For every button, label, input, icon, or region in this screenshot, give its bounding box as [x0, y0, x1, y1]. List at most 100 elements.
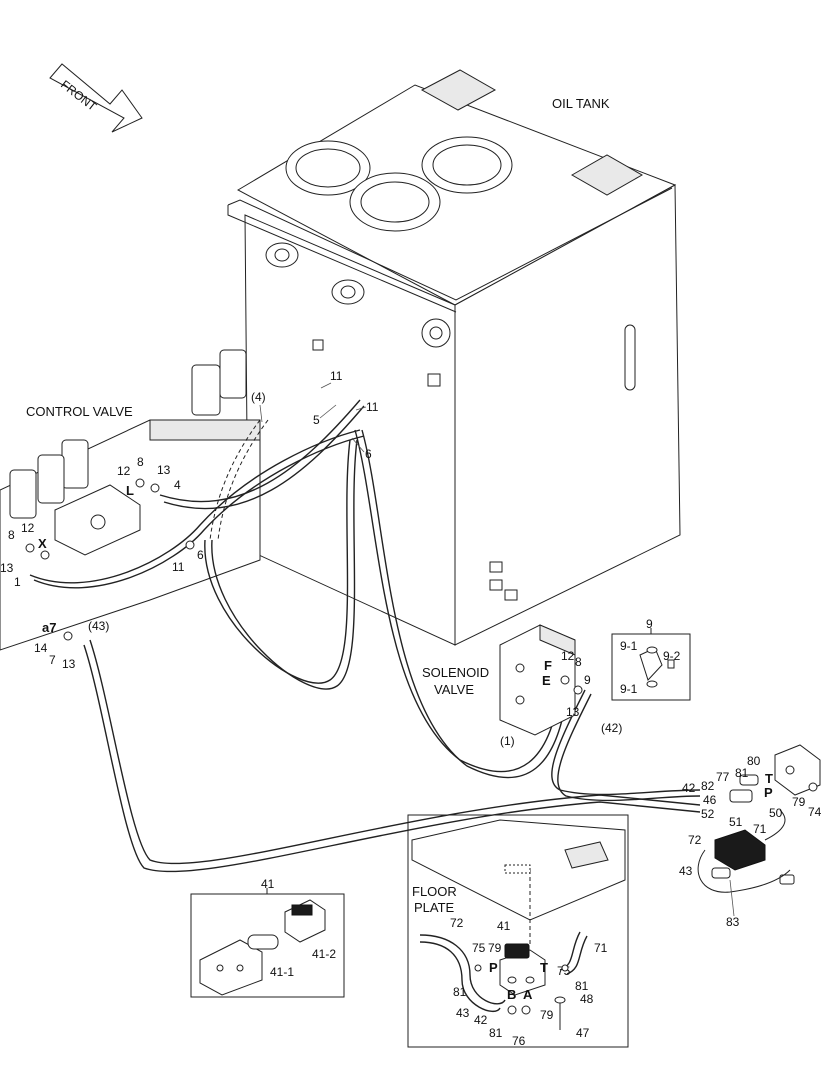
callout-72-rc: 72 [688, 833, 702, 847]
callout-7: 7 [49, 653, 56, 667]
callout-4-cv: 4 [174, 478, 181, 492]
callout-13-x: 13 [0, 561, 14, 575]
callout-80: 80 [747, 754, 761, 768]
callout-5: 5 [313, 413, 320, 427]
floor-manifold [499, 943, 546, 996]
callouts-solenoid: 12 8 F E 9 13 (42) (1) [500, 649, 622, 748]
detail-9-part-1b: 9-1 [620, 682, 638, 696]
callout-75-fd-left: 75 [472, 941, 486, 955]
callouts-control-valve: 12 8 13 4 L 12 8 X 13 1 6 11 a7 14 7 13 … [0, 455, 204, 671]
callout-79-fd-bottom: 79 [540, 1008, 554, 1022]
callout-51: 51 [729, 815, 743, 829]
callout-41-fd: 41 [497, 919, 511, 933]
callout-12-sol: 12 [561, 649, 575, 663]
port-label-P-fd: P [489, 960, 498, 975]
callout-79-rc: 79 [792, 795, 806, 809]
callout-81-fd-bottom: 81 [489, 1026, 503, 1040]
callout-81-rc: 81 [735, 766, 749, 780]
control-valve-label: CONTROL VALVE [26, 404, 133, 419]
callout-8-cv: 8 [137, 455, 144, 469]
callout-81-fd-left: 81 [453, 985, 467, 999]
port-label-a7: a7 [42, 620, 56, 635]
tank-top-port-left [285, 140, 371, 196]
right-fitting-cluster [697, 744, 821, 893]
callout-11-cv: 11 [172, 560, 185, 574]
solenoid-cylinders [9, 349, 247, 519]
tank-level-gauge [624, 324, 636, 391]
callout-71-rc: 71 [753, 822, 767, 836]
callout-71-fd: 71 [594, 941, 608, 955]
detail-41-box: 41 41-1 41-2 [190, 877, 345, 998]
tank-top-port-center [349, 172, 441, 232]
callout-13-sol: 13 [566, 705, 580, 719]
callout-42-paren: (42) [601, 721, 622, 735]
port-label-X: X [38, 536, 47, 551]
tank-cover-plate-right [570, 154, 644, 196]
callout-42-fd: 42 [474, 1013, 488, 1027]
callout-12-x: 12 [21, 521, 35, 535]
callout-13-cv: 13 [157, 463, 171, 477]
callout-8-sol: 8 [575, 655, 582, 669]
solenoid-valve: SOLENOID VALVE [422, 624, 576, 736]
callout-72-fd: 72 [450, 916, 464, 930]
callout-14: 14 [34, 641, 48, 655]
callout-48: 48 [580, 992, 594, 1006]
callout-52: 52 [701, 807, 715, 821]
floor-plate-detail: FLOOR PLATE [407, 814, 629, 1048]
callout-81-fd-right: 81 [575, 979, 589, 993]
tank-top-port-right [421, 136, 513, 194]
callout-42-rc: 42 [682, 781, 696, 795]
callout-74: 74 [808, 805, 822, 819]
port-label-E: E [542, 673, 551, 688]
callout-83: 83 [726, 915, 740, 929]
port-label-T-fd: T [540, 960, 548, 975]
hoses [29, 399, 701, 873]
control-valve: CONTROL VALVE [0, 349, 261, 651]
callout-1-paren: (1) [500, 734, 515, 748]
callout-43-rc: 43 [679, 864, 693, 878]
solenoid-label-line1: SOLENOID [422, 665, 489, 680]
callout-6-cv: 6 [197, 548, 204, 562]
callout-47: 47 [576, 1026, 590, 1040]
callout-50: 50 [769, 806, 783, 820]
port-label-A: A [523, 987, 533, 1002]
detail-41-part-2: 41-2 [312, 947, 336, 961]
detail-9-part-2: 9-2 [663, 649, 681, 663]
detail-9-box: 9 9-1 9-2 9-1 [611, 617, 691, 701]
callout-11-right: 11 [366, 400, 379, 414]
callout-1: 1 [14, 575, 21, 589]
floor-plate-label-line2: PLATE [414, 900, 455, 915]
callout-11-top: 11 [330, 369, 343, 383]
oil-tank-label: OIL TANK [552, 96, 610, 111]
detail-9-title: 9 [646, 617, 653, 631]
detail-9-part-1a: 9-1 [620, 639, 638, 653]
port-label-F: F [544, 658, 552, 673]
front-direction-arrow: FRONT [49, 63, 143, 133]
callout-8-x: 8 [8, 528, 15, 542]
callouts-tank-top: 11 5 11 6 (4) [251, 369, 379, 461]
floor-plate-label-line1: FLOOR [412, 884, 457, 899]
oil-tank: OIL TANK [227, 69, 681, 646]
callouts-right-cluster: 80 77 81 82 T 46 P 79 74 52 50 51 42 72 … [679, 754, 822, 929]
detail-41-part-1: 41-1 [270, 965, 294, 979]
callout-76: 76 [512, 1034, 526, 1048]
port-label-L: L [126, 483, 134, 498]
port-label-B: B [507, 987, 516, 1002]
callouts-floor-detail: 72 41 75 79 P T 75 81 71 81 B A 79 48 43… [450, 916, 608, 1048]
callout-6-top: 6 [365, 447, 372, 461]
callout-4-paren: (4) [251, 390, 266, 404]
callout-9-sol: 9 [584, 673, 591, 687]
callout-82: 82 [701, 779, 715, 793]
tank-cover-plate-back [420, 69, 497, 111]
callout-46: 46 [703, 793, 717, 807]
solenoid-label-line2: VALVE [434, 682, 474, 697]
tank-side-fittings [265, 242, 518, 601]
detail-41-title: 41 [261, 877, 275, 891]
callout-77: 77 [716, 770, 730, 784]
callout-13-a7: 13 [62, 657, 76, 671]
port-label-T-rc: T [765, 771, 773, 786]
callout-43-fd: 43 [456, 1006, 470, 1020]
callout-79-fd-left: 79 [488, 941, 502, 955]
callout-12-cv: 12 [117, 464, 131, 478]
